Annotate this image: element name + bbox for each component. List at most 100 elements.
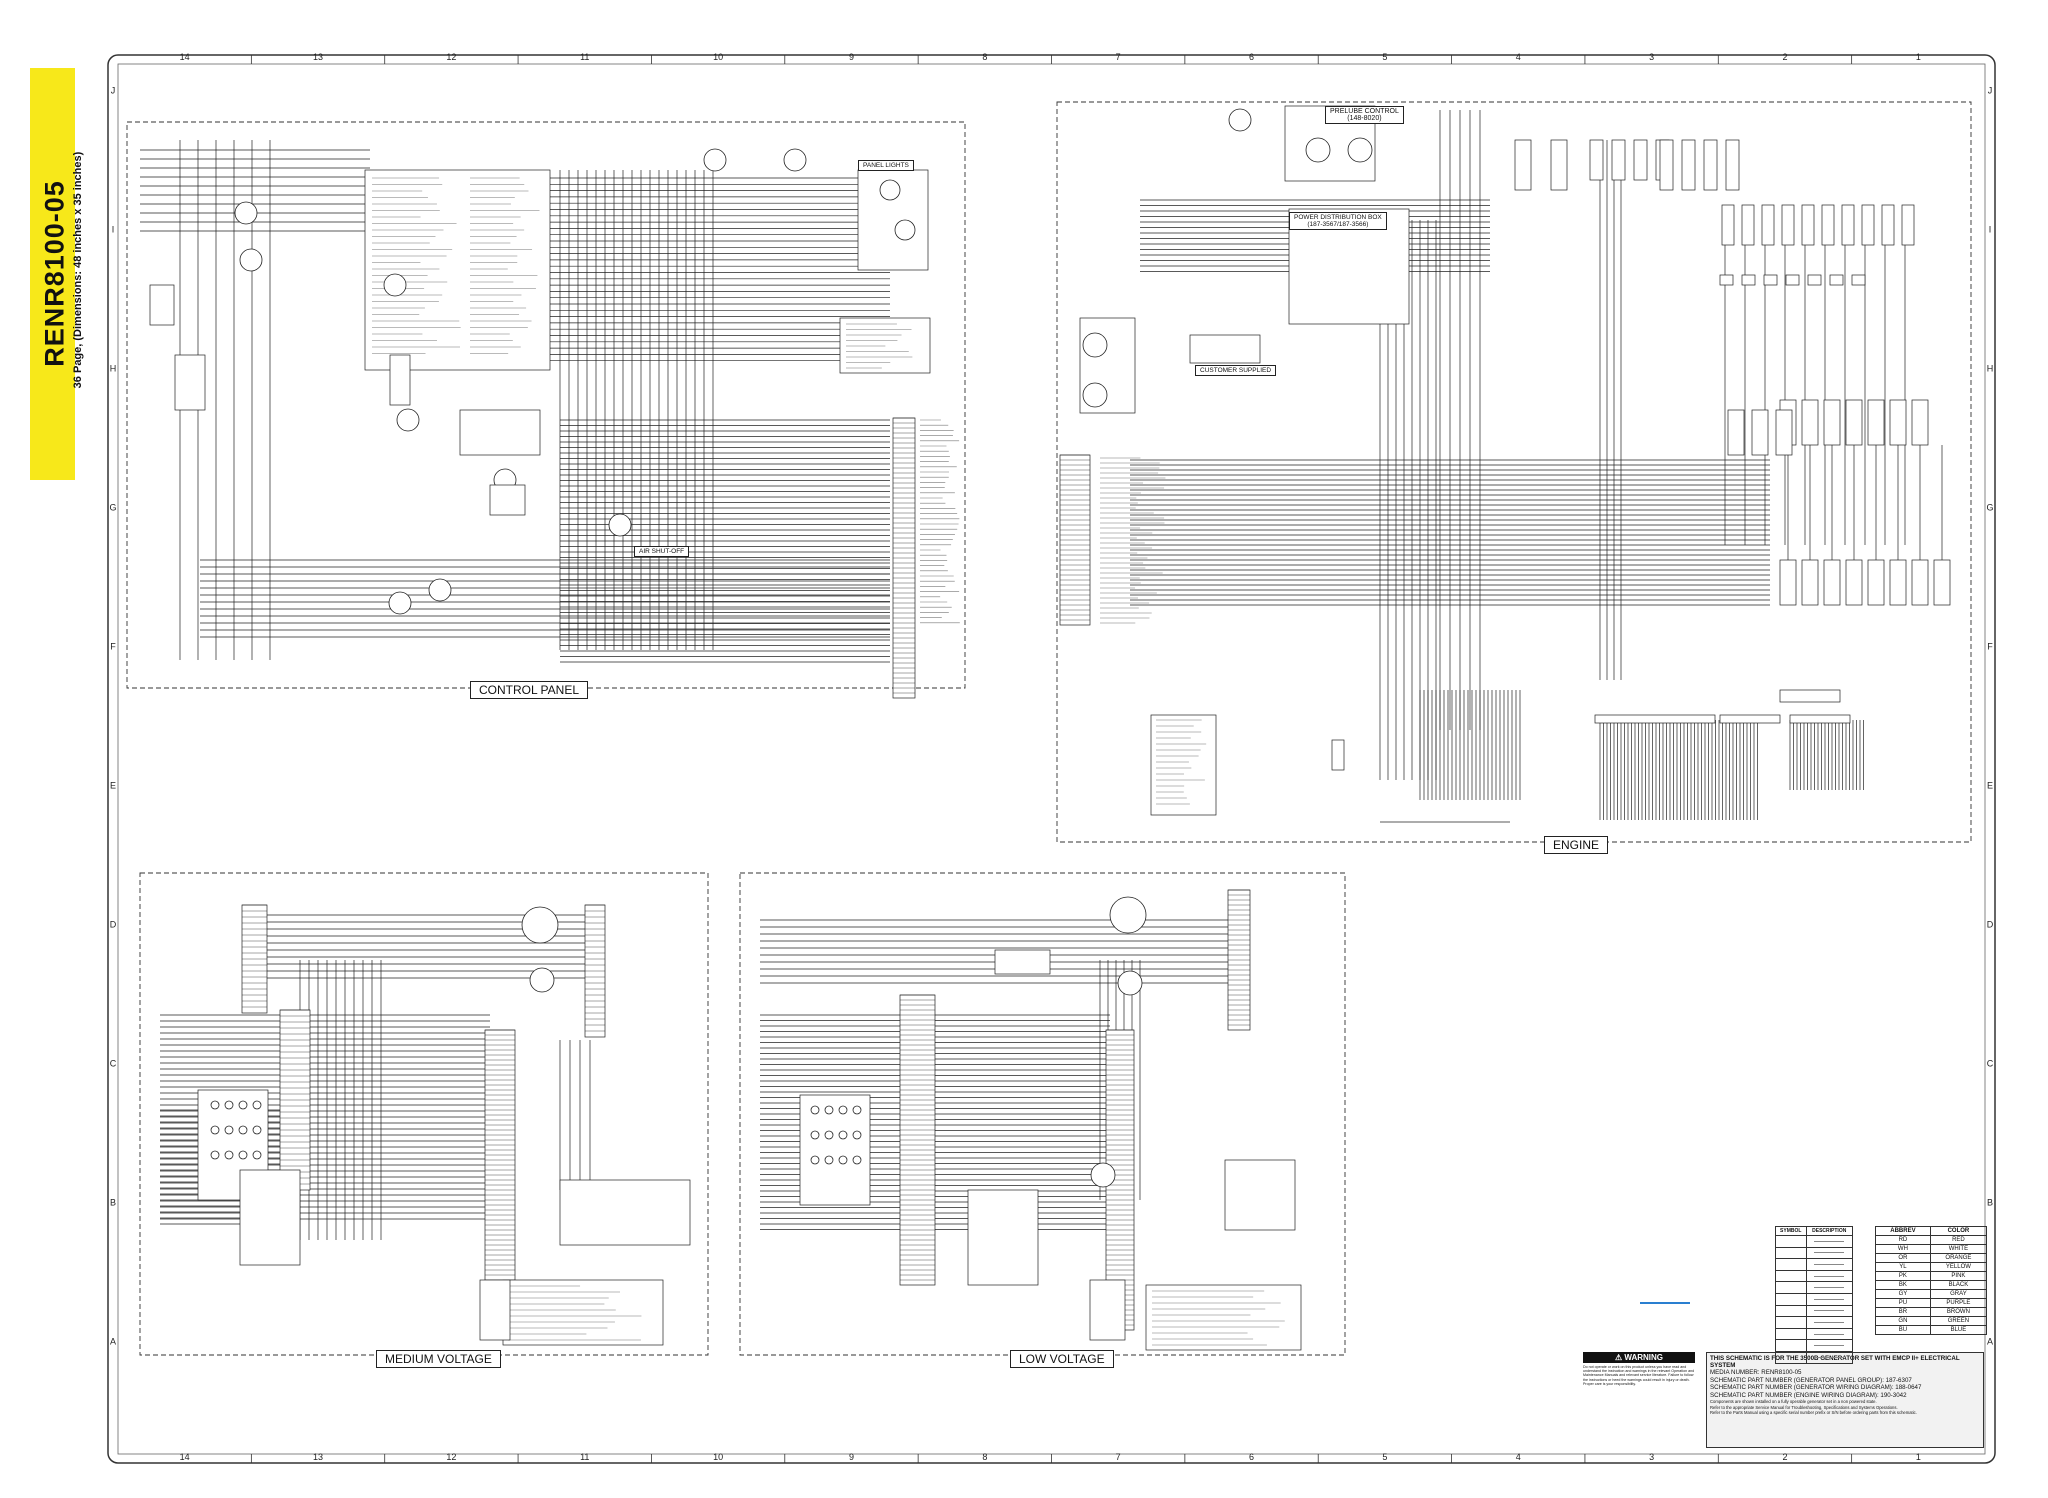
column-label: 2: [1782, 52, 1787, 62]
symbol-description: [1805, 1350, 1853, 1364]
regulator-component: [210, 1150, 220, 1160]
sensor-connector: [1589, 139, 1604, 181]
sensor-connector: [1823, 399, 1841, 446]
symbol-description: [1805, 1339, 1853, 1352]
column-label: 7: [1116, 52, 1121, 62]
lower-terminal-strip: [239, 1169, 301, 1266]
regulator-component: [810, 1105, 820, 1115]
symbol-description: [1805, 1246, 1853, 1260]
injector-connector: [1867, 559, 1885, 606]
lv-notes-table: [1145, 1284, 1302, 1351]
injector-connector: [1845, 559, 1863, 606]
illegible-text-line: [1814, 1252, 1845, 1254]
color-abbrev: GY: [1875, 1289, 1931, 1299]
row-label: H: [1987, 364, 1994, 374]
sensor-connector: [1801, 399, 1819, 446]
lower-terminal-strip: [967, 1189, 1039, 1286]
harness-connector: [1594, 714, 1716, 724]
symbol-row: [1775, 1235, 1853, 1248]
sensor-connector: [1901, 204, 1915, 246]
regulator-component: [852, 1155, 862, 1165]
regulator-component: [824, 1155, 834, 1165]
column-label: 13: [313, 52, 323, 62]
harness-connector: [1779, 689, 1841, 703]
color-abbrev: BR: [1875, 1307, 1931, 1317]
mv-notes-table: [502, 1279, 664, 1346]
row-label: E: [110, 781, 116, 791]
column-label: 14: [180, 52, 190, 62]
lamp-symbol: [879, 179, 901, 201]
panel-lights-label: PANEL LIGHTS: [858, 160, 914, 171]
column-label: 6: [1249, 52, 1254, 62]
relay-coil-symbol: [383, 273, 407, 297]
column-label: 10: [713, 1452, 723, 1462]
symbol-row: [1775, 1304, 1853, 1318]
column-label: 3: [1649, 1452, 1654, 1462]
low-voltage-frame: [739, 872, 1346, 1356]
regulator-component: [252, 1150, 262, 1160]
relay-coil-symbol: [239, 248, 263, 272]
warning-heading: ⚠ WARNING: [1583, 1352, 1695, 1363]
row-label: D: [110, 920, 117, 930]
illegible-text-line: [1814, 1333, 1845, 1335]
relay-coil-symbol: [608, 513, 632, 537]
sensor-connector: [1889, 399, 1907, 446]
relay-coil-symbol: [1305, 137, 1331, 163]
engine-frame: [1056, 101, 1972, 843]
regulator-component: [838, 1130, 848, 1140]
symbol-description: [1805, 1304, 1853, 1318]
symbol-glyph: [1775, 1350, 1807, 1364]
legend-strip: [1089, 1279, 1126, 1341]
color-name: YELLOW: [1929, 1262, 1988, 1272]
symbol-description: [1805, 1235, 1853, 1248]
symbol-header: SYMBOL: [1775, 1226, 1807, 1236]
symbol-glyph: [1775, 1269, 1807, 1283]
row-label: A: [1987, 1337, 1993, 1347]
control-panel-label: CONTROL PANEL: [470, 681, 589, 699]
column-label: 12: [446, 52, 456, 62]
column-label: 3: [1649, 52, 1654, 62]
sensor-connector: [1881, 204, 1895, 246]
prelube-control-title: PRELUBE CONTROL: [1330, 108, 1399, 115]
relay-coil-symbol: [388, 591, 412, 615]
regulator-component: [238, 1150, 248, 1160]
injector-connector: [1933, 559, 1951, 606]
row-label: G: [1986, 503, 1993, 513]
color-name: BLUE: [1929, 1325, 1988, 1335]
medium-voltage-label: MEDIUM VOLTAGE: [376, 1350, 501, 1368]
column-label: 9: [849, 52, 854, 62]
ecm-symbol: [1082, 382, 1108, 408]
generator-winding-symbol: [1109, 896, 1147, 934]
injector-connector: [1779, 559, 1797, 606]
illegible-text-line: [1814, 1356, 1845, 1358]
power-distribution-part: (187-3567/187-3566): [1307, 221, 1369, 228]
medium-voltage-frame: [139, 872, 709, 1356]
prelube-motor-symbol: [1228, 108, 1252, 132]
row-label: F: [1987, 642, 1993, 652]
row-label: D: [1987, 920, 1994, 930]
symbol-row: [1775, 1269, 1853, 1283]
warning-text: Do not operate or work on this product u…: [1583, 1365, 1695, 1386]
prelube-control-part: (148-8020): [1347, 115, 1382, 122]
power-distribution-box: POWER DISTRIBUTION BOX (187-3567/187-356…: [1289, 212, 1387, 230]
title-block-line: SCHEMATIC PART NUMBER (ENGINE WIRING DIA…: [1710, 1391, 1907, 1399]
sensor-connector: [1659, 139, 1674, 191]
column-label: 11: [580, 1452, 589, 1462]
title-block-line: MEDIA NUMBER: RENR8100-05: [1710, 1369, 1802, 1376]
symbol-row: [1775, 1292, 1853, 1306]
color-abbrev: PU: [1875, 1298, 1931, 1308]
regulator-component: [852, 1105, 862, 1115]
row-label: F: [110, 642, 116, 652]
injector-connector: [1801, 559, 1819, 606]
color-name: GRAY: [1929, 1289, 1988, 1299]
color-abbrev: BK: [1875, 1280, 1931, 1290]
sensor-connector: [1751, 409, 1769, 456]
title-block-line: SCHEMATIC PART NUMBER (GENERATOR WIRING …: [1710, 1384, 1922, 1392]
relay-coil-symbol: [396, 408, 420, 432]
symbol-glyph: [1775, 1339, 1807, 1352]
